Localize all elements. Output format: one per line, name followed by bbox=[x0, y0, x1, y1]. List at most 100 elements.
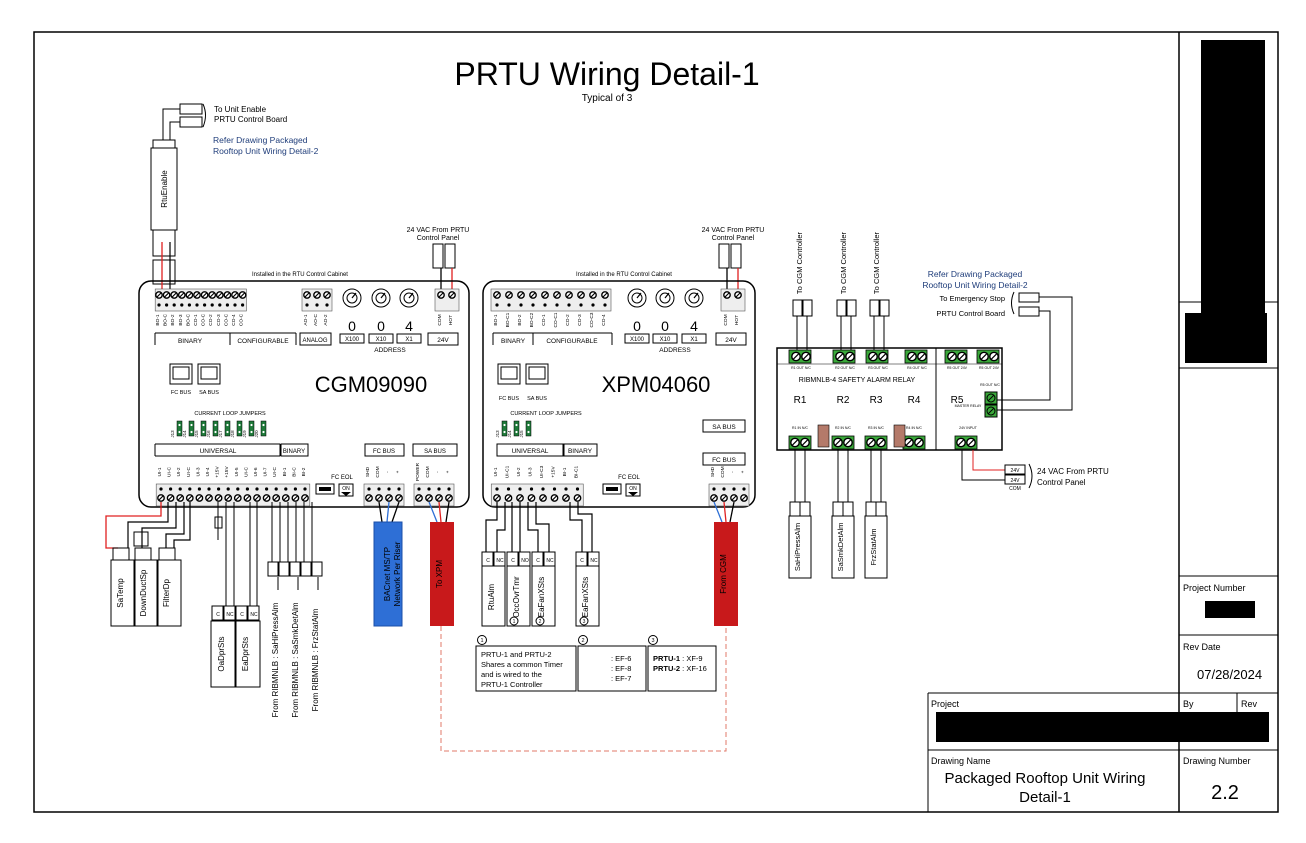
note-3-box bbox=[647, 645, 717, 692]
relay-alarm-label: SaHiPressAlm bbox=[793, 523, 802, 571]
xpm-model: XPM04060 bbox=[602, 372, 711, 397]
cgm-jumper-block bbox=[236, 420, 243, 437]
device-downductsp bbox=[133, 559, 159, 627]
device-eafanxsts-1 bbox=[531, 565, 556, 627]
device-filterdp bbox=[156, 559, 182, 627]
xpm-fc-bus-right: FC BUS bbox=[712, 457, 737, 464]
xpm-group-address: ADDRESS bbox=[659, 347, 691, 354]
xpm-controller: 24 VAC From PRTU Control Panel Installed… bbox=[482, 227, 765, 508]
cgm-address-multiplier: X1 bbox=[405, 337, 413, 343]
note-3-row2: PRTU-2 : XF-16 bbox=[653, 664, 707, 673]
cgm-top-terminal-label: CO-C bbox=[239, 313, 245, 326]
note-3-number: 3 bbox=[651, 638, 654, 644]
from-ribmnlb-sahipressalm: From RIBMNLB : SaHiPressAlm bbox=[271, 602, 280, 717]
xpm-current-loop-label: CURRENT LOOP JUMPERS bbox=[510, 411, 582, 417]
cgm-analog-terminal-label: AO-1 bbox=[303, 314, 309, 326]
cgm-bottom-terminal-label: +15V bbox=[215, 466, 221, 478]
cgm-address-multiplier: X100 bbox=[345, 337, 360, 343]
xpm-group-universal: UNIVERSAL bbox=[512, 448, 549, 455]
xpm-group-configurable: CONFIGURABLE bbox=[546, 338, 598, 345]
xpm-fc-terminal-label: + bbox=[741, 470, 746, 473]
refer-note-2-line2: Rooftop Unit Wiring Detail-2 bbox=[922, 280, 1028, 290]
note-2-box bbox=[577, 645, 647, 692]
xpm-top-terminal-label: CO-C1 bbox=[553, 312, 559, 327]
xpm-24v-terminal-label: COM bbox=[723, 314, 729, 325]
xpm-jumper-label: J14 bbox=[507, 430, 512, 438]
cgm-group-binary: BINARY bbox=[178, 338, 203, 345]
cgm-fc-bus-bottom: FC BUS bbox=[373, 449, 395, 455]
xpm-bottom-terminal-label: UI-C1 bbox=[505, 465, 511, 478]
device-eafanxsts-2 bbox=[575, 565, 600, 627]
by-label: By bbox=[1183, 699, 1194, 709]
xpm-bottom-terminal-label: UI-2 bbox=[516, 467, 522, 476]
cgm-top-terminal-label: BO-3 bbox=[178, 314, 184, 326]
xpm-sa-bus-right: SA BUS bbox=[712, 424, 736, 431]
cgm-analog-terminal-label: AO-C bbox=[313, 313, 319, 326]
cgm-sa-terminal-label: - bbox=[436, 471, 441, 473]
cgm-jumper-label: J18 bbox=[230, 430, 235, 438]
cgm-jumper-block bbox=[176, 420, 183, 437]
to-cgm-controller-label: To CGM Controller bbox=[872, 231, 881, 294]
cgm-address-digit: 4 bbox=[405, 318, 413, 334]
xpm-address-digit: 0 bbox=[661, 318, 669, 334]
cgm-cabinet-label: Installed in the RTU Control Cabinet bbox=[252, 272, 348, 278]
xpm-jumper-label: J15 bbox=[519, 430, 524, 438]
redacted-stamp bbox=[1185, 313, 1267, 363]
cgm-bottom-terminal-label: UI-2 bbox=[176, 467, 182, 476]
device-occovrtmr-label: OccOvrTmr bbox=[512, 576, 521, 618]
emergency-line1: To Emergency Stop bbox=[940, 294, 1005, 303]
cgm-bottom-terminal-label: UI-6 bbox=[253, 467, 259, 476]
refer-note-1-line1: Refer Drawing Packaged bbox=[213, 135, 308, 145]
xpm-housing bbox=[482, 280, 756, 508]
relay-input-label: R1 IN N/C bbox=[792, 426, 808, 430]
note-3-row1-key: PRTU-1 bbox=[653, 654, 680, 663]
cgm-sa-terminal-label: + bbox=[446, 470, 451, 473]
relay-alarm-device bbox=[864, 515, 888, 579]
note-2-number: 2 bbox=[581, 638, 584, 644]
refer-note-2-line1: Refer Drawing Packaged bbox=[928, 269, 1023, 279]
cgm-fc-eol-label: FC EOL bbox=[331, 475, 353, 481]
xpm-power-note-line1: 24 VAC From PRTU bbox=[702, 227, 765, 234]
relay-jumper bbox=[817, 424, 830, 448]
from-ribmnlb-sasmkdetalm: From RIBMNLB : SaSmkDetAlm bbox=[291, 602, 300, 717]
note-1-line4: PRTU-1 Controller bbox=[481, 680, 543, 689]
cgm-fc-terminal-label: SHD bbox=[365, 466, 371, 477]
xpm-bottom-terminal-label: UI-3 bbox=[528, 467, 534, 476]
note-3-row2-value: : XF-16 bbox=[680, 664, 707, 673]
relay-alarm-label: SaSmkDetAlm bbox=[836, 523, 845, 572]
cgm-controller: 24 VAC From PRTU Control Panel Installed… bbox=[138, 227, 470, 508]
xpm-top-terminal-label: BO-C2 bbox=[529, 312, 535, 327]
xpm-bottom-terminal-label: BI-C1 bbox=[574, 466, 580, 479]
device-eafanxsts-1-label: EaFanXSts bbox=[537, 577, 546, 617]
relay-r5-out-nc: R5 OUT N/C bbox=[980, 383, 1000, 387]
to-xpm-cable bbox=[430, 522, 454, 626]
emergency-line2: PRTU Control Board bbox=[936, 309, 1005, 318]
cgm-on-label: ON bbox=[342, 486, 350, 492]
cgm-feed-terminal bbox=[846, 299, 857, 317]
cgm-jumper-block bbox=[224, 420, 231, 437]
xpm-fc-eol-label: FC EOL bbox=[618, 475, 640, 481]
xpm-top-terminal-label: BO-C1 bbox=[505, 312, 511, 327]
cgm-top-terminal-label: CO-1 bbox=[193, 314, 199, 326]
cgm-feed-terminal bbox=[802, 299, 813, 317]
note-1-line2: Shares a common Timer bbox=[481, 660, 563, 669]
cgm-model: CGM09090 bbox=[315, 372, 428, 397]
note-2-line1: : EF-6 bbox=[611, 654, 631, 663]
relay-output-label: R3 OUT N/C bbox=[868, 366, 888, 370]
xpm-address-multiplier: X1 bbox=[690, 337, 698, 343]
xpm-address-digit: 4 bbox=[690, 318, 698, 334]
note-1-box bbox=[475, 645, 577, 692]
rtualm-nc-label: NC bbox=[496, 558, 504, 564]
xpm-fc-terminal-label: - bbox=[731, 471, 736, 473]
cgm-group-binary-bottom: BINARY bbox=[283, 449, 305, 455]
xpm-fc-bus-port bbox=[497, 363, 521, 385]
cgm-feed-terminal bbox=[869, 299, 880, 317]
